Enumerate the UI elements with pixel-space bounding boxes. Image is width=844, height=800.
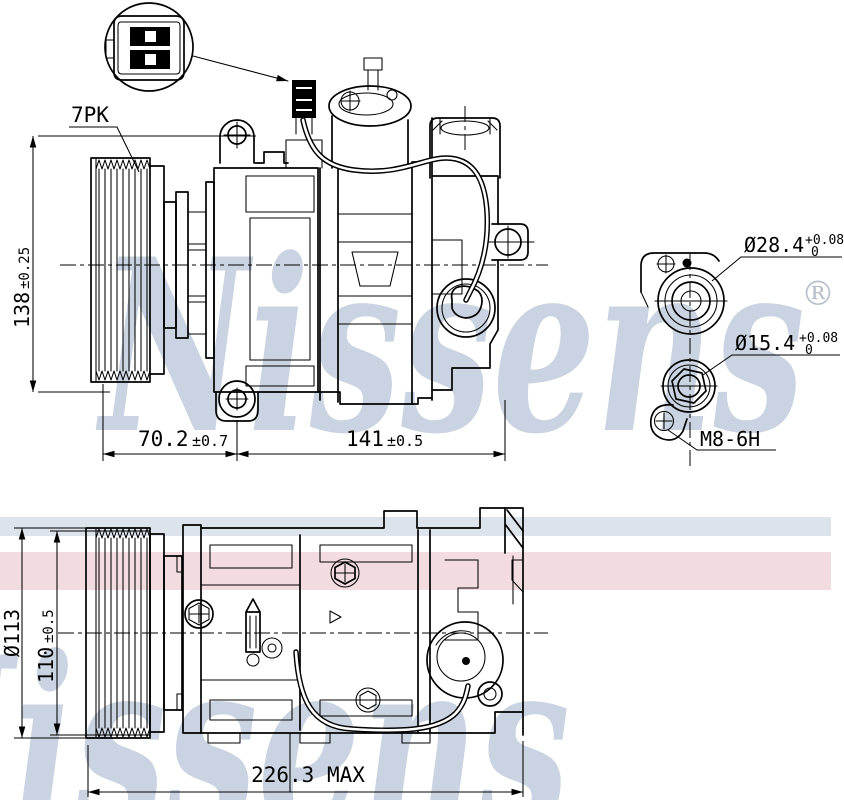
pulley-diameter-value: 110 — [34, 647, 58, 683]
clutch-height-tolerance: ±0.25 — [17, 247, 33, 289]
suction-port-tol-lower: 0 — [805, 343, 813, 358]
connector-pin-1 — [145, 31, 156, 42]
belt-type-callout: 7PK — [69, 103, 140, 173]
registered-trademark-symbol: ® — [801, 274, 835, 314]
suction-port-hex — [671, 368, 707, 404]
pulley-flange-diameter-label: Ø113 — [0, 609, 24, 657]
suction-port-leader — [702, 354, 840, 376]
suction-port: Ø15.4 +0.08 0 M8-6H — [649, 331, 840, 451]
compressor-housing-plan — [184, 507, 524, 793]
detail-balloon-circle — [104, 2, 194, 92]
length-dimensions: 70.2 ±0.7 141 ±0.5 — [102, 384, 506, 461]
connector-detail-view — [104, 2, 289, 92]
pulley-flange-diameter-dimension: Ø113 — [0, 527, 88, 739]
clutch-height-value: 138 — [10, 292, 34, 328]
front-length-value: 70.2 — [138, 427, 189, 451]
thread-leader — [667, 429, 776, 451]
discharge-port-leader — [711, 256, 842, 282]
belt-type-leader — [69, 126, 140, 173]
belt-type-label: 7PK — [71, 103, 109, 127]
suction-port-tol-upper: +0.08 — [799, 331, 838, 346]
discharge-port: Ø28.4 +0.08 0 — [640, 233, 844, 335]
pulley-groove-zigzag-bottom — [95, 370, 151, 381]
watermark-band-blue — [0, 517, 831, 536]
connector-body — [113, 15, 185, 81]
clutch-height-dimension: 138 ±0.25 — [10, 135, 256, 393]
discharge-port-tol-lower: 0 — [811, 245, 819, 260]
watermark-band-pink — [0, 552, 831, 590]
pulley-groove-zigzag-top — [95, 159, 151, 170]
top-boss — [328, 57, 412, 169]
thread-hole — [653, 410, 675, 432]
flow-direction-marker — [329, 610, 342, 624]
bottom-view: Ø113 110 ±0.5 226.3 MAX — [0, 507, 548, 797]
discharge-port-diameter: Ø28.4 — [744, 233, 804, 257]
pulley-diameter-tolerance: ±0.5 — [41, 609, 57, 643]
sensor-plug — [245, 598, 261, 653]
pulley-plan-view — [85, 524, 202, 739]
discharge-port-tol-upper: +0.08 — [805, 233, 844, 248]
connector-pin-2 — [145, 54, 156, 65]
suction-port-diameter: Ø15.4 — [735, 331, 795, 355]
thread-spec-label: M8-6H — [700, 427, 760, 451]
detail-leader-line — [192, 55, 289, 82]
connector-tab — [105, 39, 115, 59]
thread-lug — [649, 403, 688, 441]
rear-bracket-ear — [485, 223, 535, 261]
overall-length-dimension: 226.3 MAX — [87, 741, 524, 797]
port-detail-view: Ø28.4 +0.08 0 Ø15.4 +0.08 0 M8-6H — [640, 233, 844, 470]
suction-fitting-boss — [429, 106, 501, 179]
top-view: 7PK 138 ±0.25 70.2 ±0.7 141 ±0.5 — [10, 57, 548, 461]
wire-harness-top-view — [300, 117, 491, 303]
pulley-diameter-dimension: 110 ±0.5 — [34, 530, 150, 736]
overall-length-label: 226.3 MAX — [251, 763, 365, 787]
front-length-tolerance: ±0.7 — [192, 432, 228, 450]
rear-hex-boss — [436, 278, 496, 338]
watermark-script-row2: Nissens — [0, 606, 570, 800]
rear-scroll-boss — [426, 621, 504, 707]
rear-length-value: 141 — [346, 427, 384, 451]
front-mounting-ear-top — [219, 119, 255, 164]
rear-length-tolerance: ±0.5 — [387, 432, 423, 450]
